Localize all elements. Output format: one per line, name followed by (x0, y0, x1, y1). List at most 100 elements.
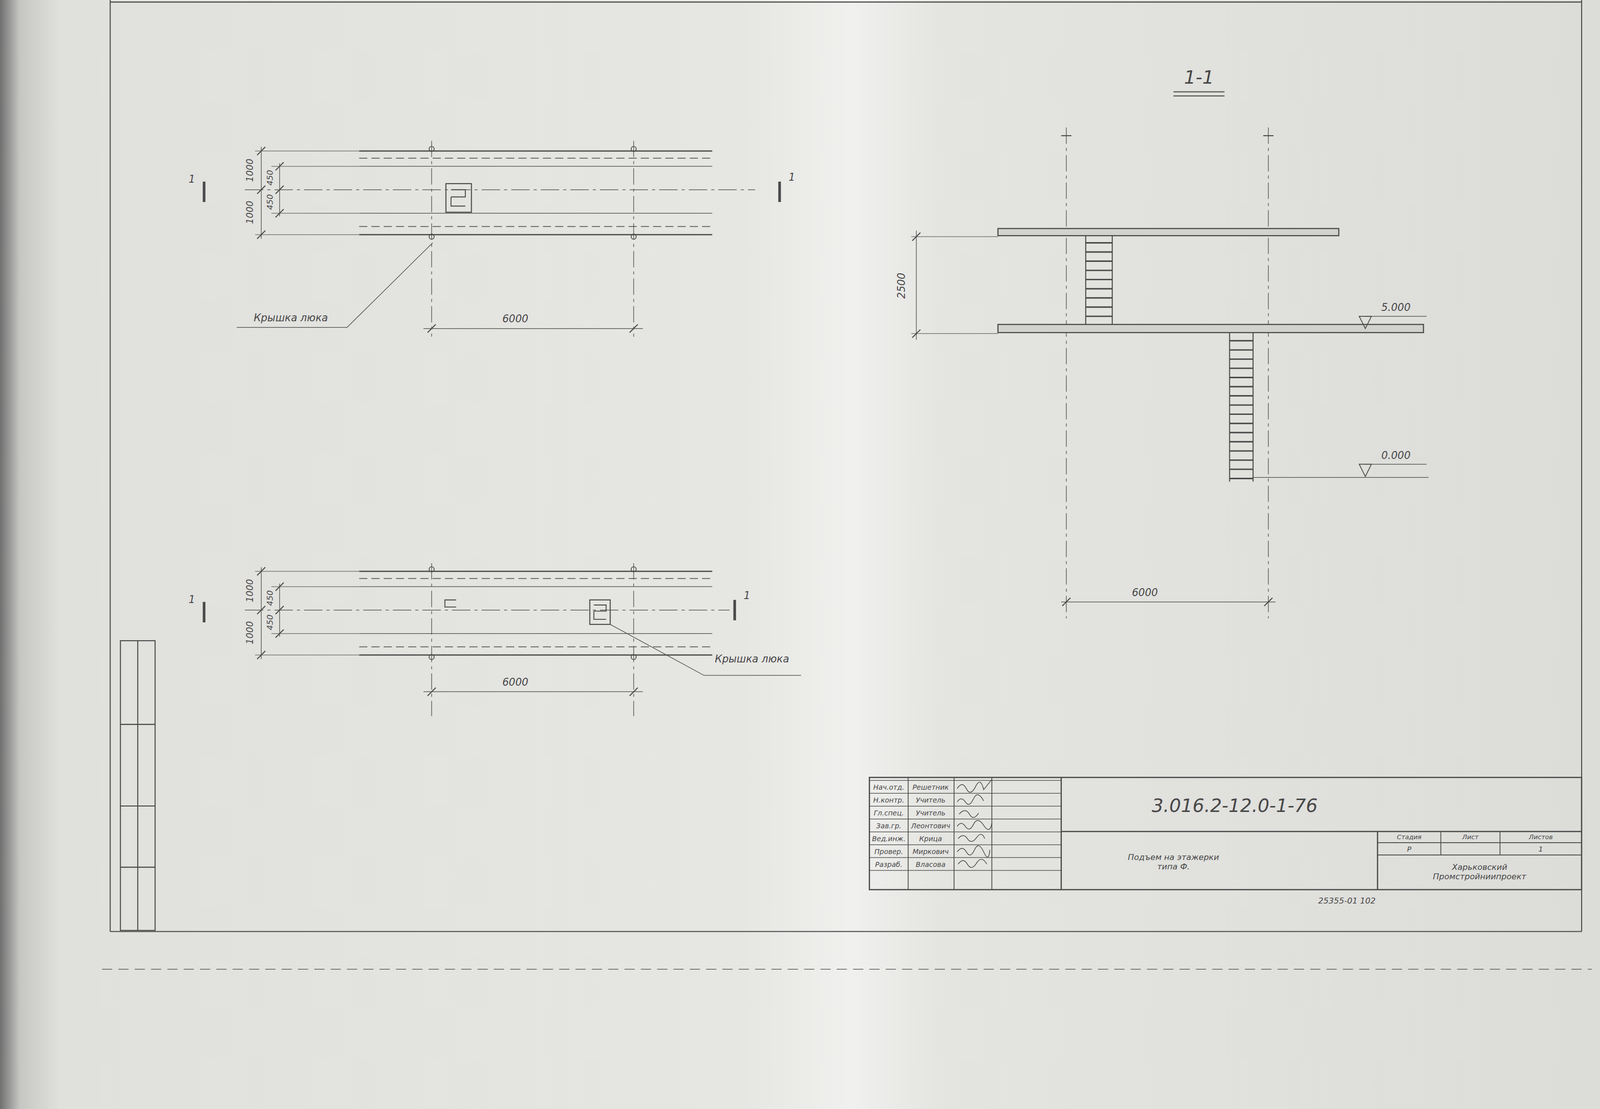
dimension: 450 (265, 194, 276, 210)
title-block-line (1440, 831, 1442, 855)
section-view-line (1085, 242, 1113, 316)
plan-top-line (631, 146, 637, 152)
plan-top-line (423, 328, 643, 329)
plan-bottom-line-line (359, 578, 713, 579)
section-view-line (1229, 340, 1253, 479)
organization-name: Харьковский Промстройниипроект (1418, 862, 1541, 882)
name-cell: Миркович (912, 847, 949, 856)
plan-top-line (256, 147, 265, 155)
dimension: 1000 (244, 620, 255, 645)
plan-bottom-line-line (275, 629, 284, 638)
header-cell: Листов (1528, 833, 1553, 842)
dimension: 1000 (244, 579, 255, 603)
sheet-frame-line (137, 640, 139, 931)
plan-bottom-line-line (254, 654, 359, 655)
section-view-line (1359, 464, 1372, 477)
plan-top-line (256, 185, 265, 194)
section-view-line (998, 324, 1424, 333)
section-view-line (998, 228, 1339, 236)
plan-top-line (450, 189, 466, 206)
plan-top-line (631, 234, 637, 240)
section-view-line (912, 232, 921, 241)
section-view-line (1267, 127, 1269, 619)
dimension: 1000 (244, 158, 255, 183)
title-block-line (991, 777, 993, 890)
sheet-frame (101, 0, 1592, 970)
sheet-frame-line (120, 723, 155, 725)
plan-bottom-line (633, 563, 634, 717)
plan-top-line (271, 165, 359, 167)
section-view-line (912, 329, 921, 338)
plan-top-line (256, 230, 265, 239)
name-cell: Учитель (915, 796, 946, 804)
section-view-line (1062, 598, 1071, 606)
name-cell: Леонтович (910, 821, 950, 830)
plan-bottom-line-line (445, 600, 457, 607)
plan-top-line (633, 140, 634, 337)
role-cell: Разраб. (875, 860, 903, 869)
plan-bottom-line-line (260, 567, 262, 659)
name-cell: Крица (919, 834, 943, 843)
plan-bottom-line (245, 566, 730, 660)
role-cell: Провер. (874, 847, 903, 856)
sheet-frame-line (109, 0, 111, 932)
section-view-line (1359, 316, 1372, 329)
name-cell: Учитель (915, 808, 946, 817)
section-mark: 1 (188, 173, 196, 186)
plan-bottom (203, 563, 801, 717)
name-cell: Власова (915, 860, 946, 869)
drawing-title: Подъем на этажерки типа Ф. (1119, 852, 1227, 872)
dimension: 2500 (896, 272, 908, 299)
plan-top-line (271, 212, 359, 214)
plan-bottom-line-line (254, 570, 359, 572)
title-block-line (1377, 842, 1582, 844)
plan-top-line (254, 150, 359, 151)
header-cell: Лист (1462, 833, 1479, 842)
plan-bottom-line-line (256, 605, 265, 614)
plan-bottom-line-line (589, 600, 610, 625)
plan-bottom-line (703, 675, 801, 676)
plan-bottom-line (423, 691, 643, 693)
section-mark: 1 (188, 594, 196, 606)
title-block-line (956, 779, 992, 868)
callout-label: Крышка люка (253, 312, 328, 325)
sheet-frame-line (110, 930, 1582, 932)
title-block (869, 777, 1582, 890)
section-title: 1-1 (1184, 66, 1215, 89)
document-code: 3.016.2-12.0-1-76 (1151, 795, 1318, 817)
plan-bottom-line-line (359, 646, 713, 648)
level-mark: 0.000 (1381, 450, 1411, 463)
plan-bottom-line-line (359, 570, 713, 573)
role-cell: Нач.отд. (873, 783, 905, 792)
plan-top-line (260, 147, 262, 239)
plan-bottom-line-line (594, 604, 607, 620)
value-cell: 1 (1538, 845, 1544, 854)
section-view-line (911, 236, 999, 238)
plan-bottom-line-line (275, 582, 284, 591)
plan-top-line (359, 165, 713, 167)
plan-top-line (446, 183, 472, 213)
plan-bottom-line-line (271, 633, 359, 634)
sheet-frame-line (120, 640, 155, 931)
dimension: 450 (265, 169, 276, 186)
plan-bottom-line (629, 687, 638, 696)
title-block-line (1499, 831, 1501, 855)
sheet-frame-line (120, 866, 155, 868)
plan-top-line (236, 327, 348, 328)
section-view (911, 91, 1429, 618)
plan-top-line (429, 234, 435, 240)
section-view-line (1065, 127, 1067, 619)
plan-top-line (275, 185, 284, 194)
plan-top-line (359, 212, 713, 214)
title-block-line (1061, 830, 1582, 832)
plan-top-line (359, 157, 713, 159)
title-block-line (907, 777, 909, 890)
section-view-line (915, 230, 917, 340)
plan-bottom-line (431, 563, 432, 717)
role-cell: Зав.гр. (876, 821, 902, 830)
section-view-line (1229, 332, 1231, 482)
role-cell: Гл.спец. (873, 808, 904, 817)
section-view-line (1252, 477, 1429, 478)
dimension: 6000 (502, 313, 529, 326)
